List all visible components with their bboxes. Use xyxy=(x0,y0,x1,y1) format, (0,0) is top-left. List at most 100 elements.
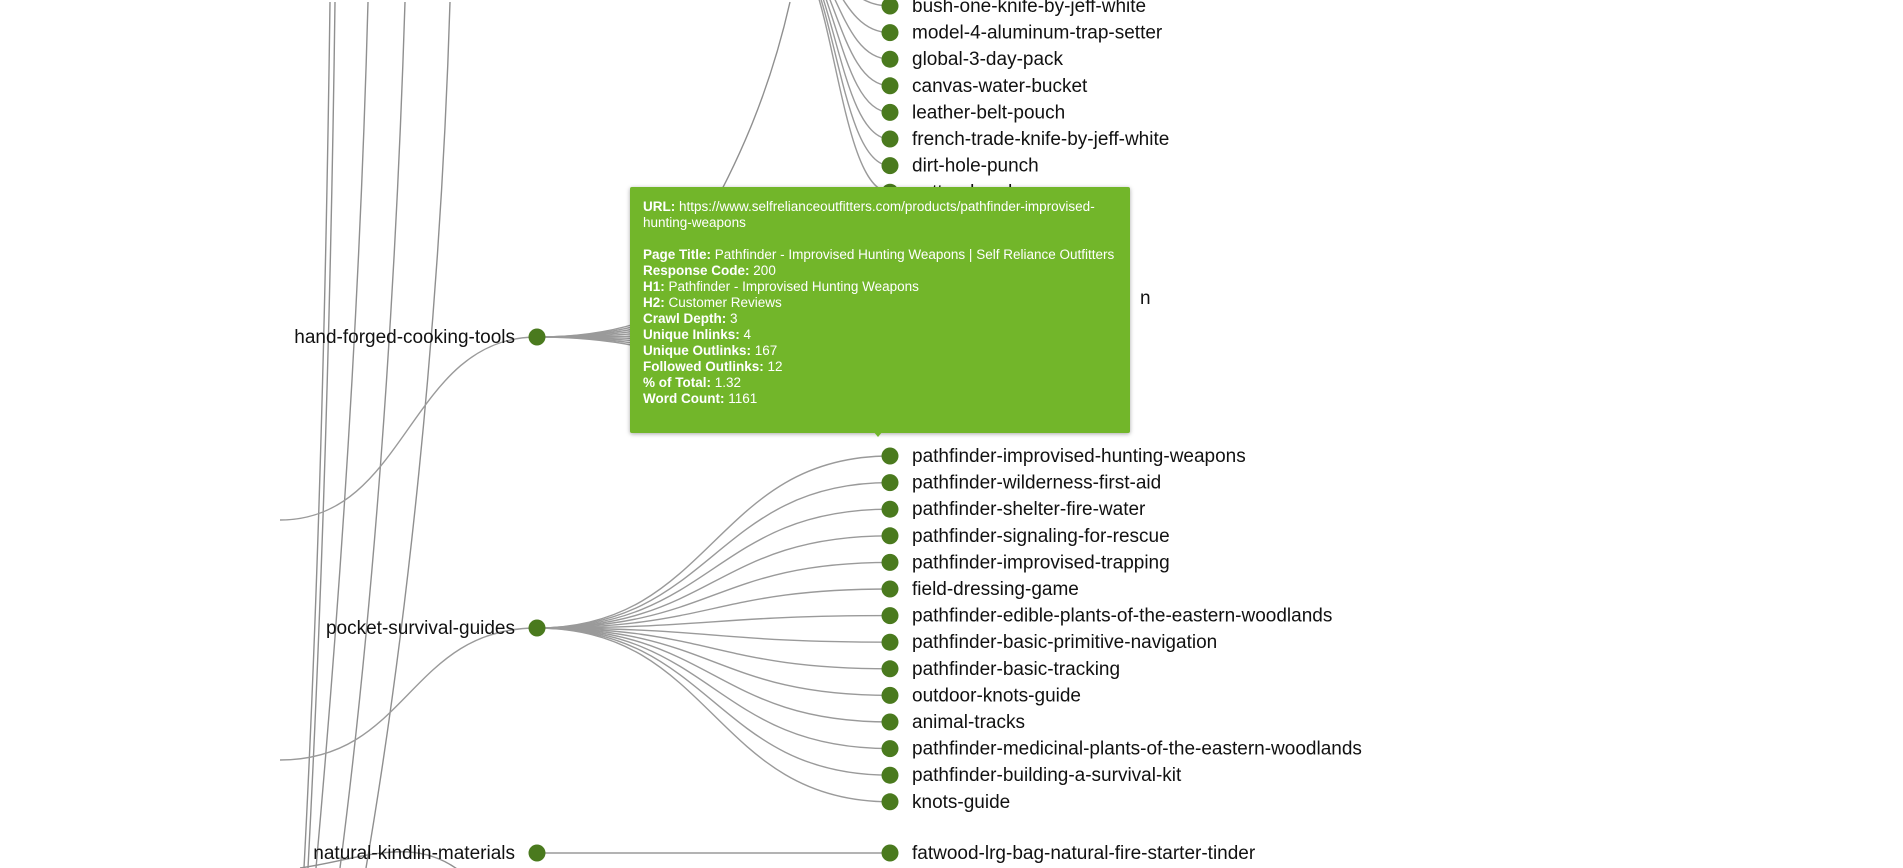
tooltip-pointer xyxy=(873,431,883,437)
natural-child-node-0[interactable]: fatwood-lrg-bag-natural-fire-starter-tin… xyxy=(881,843,1256,864)
parent-node-natural-label: natural-kindlin-materials xyxy=(313,843,515,864)
top-link-7 xyxy=(818,0,891,193)
pocket-child-node-6-label: pathfinder-edible-plants-of-the-eastern-… xyxy=(912,606,1332,627)
pocket-child-node-2-label: pathfinder-shelter-fire-water xyxy=(912,499,1146,520)
pocket-child-node-3-label: pathfinder-signaling-for-rescue xyxy=(912,526,1170,547)
pocket-child-node-3-dot[interactable] xyxy=(881,527,899,545)
top-link-4 xyxy=(825,0,891,114)
pocket-child-node-2[interactable]: pathfinder-shelter-fire-water xyxy=(881,499,1147,520)
pocket-link-7 xyxy=(536,627,891,643)
parent-node-natural-dot[interactable] xyxy=(528,844,546,862)
top-link-6 xyxy=(820,0,891,167)
pocket-child-node-9[interactable]: outdoor-knots-guide xyxy=(881,685,1082,706)
pocket-child-node-3[interactable]: pathfinder-signaling-for-rescue xyxy=(881,526,1170,547)
pocket-child-node-4-dot[interactable] xyxy=(881,553,899,571)
tooltip-followed-row: Followed Outlinks: 12 xyxy=(643,359,783,374)
tooltip-unique-outlinks: 167 xyxy=(754,343,778,358)
pocket-link-0 xyxy=(536,455,891,629)
tree-nodes: hand-forged-cooking-tools pocket-survival… xyxy=(294,0,1362,864)
pocket-link-13 xyxy=(536,627,891,803)
natural-child-node-0-label: fatwood-lrg-bag-natural-fire-starter-tin… xyxy=(912,843,1256,864)
top-child-node-5-dot[interactable] xyxy=(881,130,899,148)
parent-node-pocket[interactable]: pocket-survival-guides xyxy=(326,618,546,639)
parent-node-hand-dot[interactable] xyxy=(528,328,546,346)
tooltip-title-row: Page Title: Pathfinder - Improvised Hunt… xyxy=(643,247,1115,262)
top-child-node-1-label: model-4-aluminum-trap-setter xyxy=(912,23,1163,44)
top-child-node-3-dot[interactable] xyxy=(881,77,899,95)
trunk-link-5 xyxy=(365,1,451,868)
root-to-pocket-link xyxy=(279,627,538,761)
tooltip-page-title: Pathfinder - Improvised Hunting Weapons … xyxy=(714,247,1115,262)
pocket-child-node-6[interactable]: pathfinder-edible-plants-of-the-eastern-… xyxy=(881,606,1333,627)
tooltip-outlinks-row: Unique Outlinks: 167 xyxy=(643,343,778,358)
pocket-link-2 xyxy=(536,508,891,629)
top-link-3 xyxy=(829,0,891,87)
tooltip-response-code: 200 xyxy=(753,263,776,278)
pocket-child-node-0[interactable]: pathfinder-improvised-hunting-weapons xyxy=(881,446,1246,467)
trunk-link-7 xyxy=(299,851,457,868)
tooltip-url-row: URL: https://www.selfrelianceoutfitters.… xyxy=(643,199,1095,230)
top-child-node-0[interactable]: bush-one-knife-by-jeff-white xyxy=(881,0,1147,17)
pocket-child-node-7[interactable]: pathfinder-basic-primitive-navigation xyxy=(881,632,1218,653)
top-child-node-6-label: dirt-hole-punch xyxy=(912,156,1039,177)
pocket-child-node-11[interactable]: pathfinder-medicinal-plants-of-the-easte… xyxy=(881,739,1362,760)
pocket-child-node-1-label: pathfinder-wilderness-first-aid xyxy=(912,473,1161,494)
top-child-node-2[interactable]: global-3-day-pack xyxy=(881,49,1064,70)
top-child-node-6-dot[interactable] xyxy=(881,157,899,175)
top-link-0 xyxy=(863,0,891,7)
top-child-node-0-dot[interactable] xyxy=(881,0,899,15)
pocket-child-node-1-dot[interactable] xyxy=(881,474,899,492)
parent-node-pocket-label: pocket-survival-guides xyxy=(326,618,515,639)
tooltip-depth-row: Crawl Depth: 3 xyxy=(643,311,738,326)
pocket-child-node-8[interactable]: pathfinder-basic-tracking xyxy=(881,659,1121,680)
pocket-child-node-12-dot[interactable] xyxy=(881,766,899,784)
pocket-child-node-5-dot[interactable] xyxy=(881,580,899,598)
top-child-node-2-dot[interactable] xyxy=(881,50,899,68)
tooltip-url: https://www.selfrelianceoutfitters.com/p… xyxy=(643,199,1095,230)
top-child-node-3[interactable]: canvas-water-bucket xyxy=(881,76,1089,97)
pocket-child-node-13-dot[interactable] xyxy=(881,793,899,811)
pocket-child-node-4[interactable]: pathfinder-improvised-trapping xyxy=(881,552,1170,573)
pocket-child-node-5-label: field-dressing-game xyxy=(912,579,1079,600)
parent-node-natural[interactable]: natural-kindlin-materials xyxy=(313,843,546,864)
tooltip-h1-row: H1: Pathfinder - Improvised Hunting Weap… xyxy=(643,279,919,294)
pocket-child-node-6-dot[interactable] xyxy=(881,607,899,625)
pocket-child-node-13[interactable]: knots-guide xyxy=(881,792,1011,813)
pocket-child-node-0-dot[interactable] xyxy=(881,447,899,465)
root-to-hand-link xyxy=(279,336,538,521)
top-child-node-4[interactable]: leather-belt-pouch xyxy=(881,102,1066,123)
pocket-child-node-10-dot[interactable] xyxy=(881,713,899,731)
trunk-link-2 xyxy=(307,1,336,868)
tooltip-word-count: 1161 xyxy=(728,391,758,406)
pocket-child-node-5[interactable]: field-dressing-game xyxy=(881,579,1079,600)
pocket-child-node-9-dot[interactable] xyxy=(881,686,899,704)
top-child-node-6[interactable]: dirt-hole-punch xyxy=(881,156,1039,177)
top-child-node-5[interactable]: french-trade-knife-by-jeff-white xyxy=(881,129,1170,150)
pocket-child-node-1[interactable]: pathfinder-wilderness-first-aid xyxy=(881,473,1162,494)
pocket-child-node-9-label: outdoor-knots-guide xyxy=(912,685,1081,706)
tooltip-followed-outlinks: 12 xyxy=(767,359,783,374)
top-child-node-1[interactable]: model-4-aluminum-trap-setter xyxy=(881,23,1163,44)
pocket-link-1 xyxy=(536,481,891,629)
tooltip-inlinks-row: Unique Inlinks: 4 xyxy=(643,327,752,342)
pocket-child-node-8-dot[interactable] xyxy=(881,660,899,678)
natural-child-node-0-dot[interactable] xyxy=(881,844,899,862)
hidden-child-label-fragment: n xyxy=(1140,288,1151,309)
top-child-node-2-label: global-3-day-pack xyxy=(912,49,1064,70)
top-child-node-1-dot[interactable] xyxy=(881,24,899,42)
pocket-child-node-13-label: knots-guide xyxy=(912,792,1010,813)
pocket-child-node-10[interactable]: animal-tracks xyxy=(881,712,1025,733)
tooltip-response-row: Response Code: 200 xyxy=(643,263,776,278)
parent-node-pocket-dot[interactable] xyxy=(528,619,546,637)
pocket-child-node-7-dot[interactable] xyxy=(881,633,899,651)
top-child-node-4-dot[interactable] xyxy=(881,103,899,121)
pocket-child-node-11-dot[interactable] xyxy=(881,740,899,758)
parent-node-hand[interactable]: hand-forged-cooking-tools xyxy=(294,327,546,348)
tooltip-words-row: Word Count: 1161 xyxy=(643,391,758,406)
trunk-link-4 xyxy=(339,1,406,868)
pocket-child-node-12[interactable]: pathfinder-building-a-survival-kit xyxy=(881,765,1183,786)
tooltip-percent-total: 1.32 xyxy=(714,375,742,390)
trunk-link-3 xyxy=(315,1,369,868)
pocket-child-node-2-dot[interactable] xyxy=(881,500,899,518)
